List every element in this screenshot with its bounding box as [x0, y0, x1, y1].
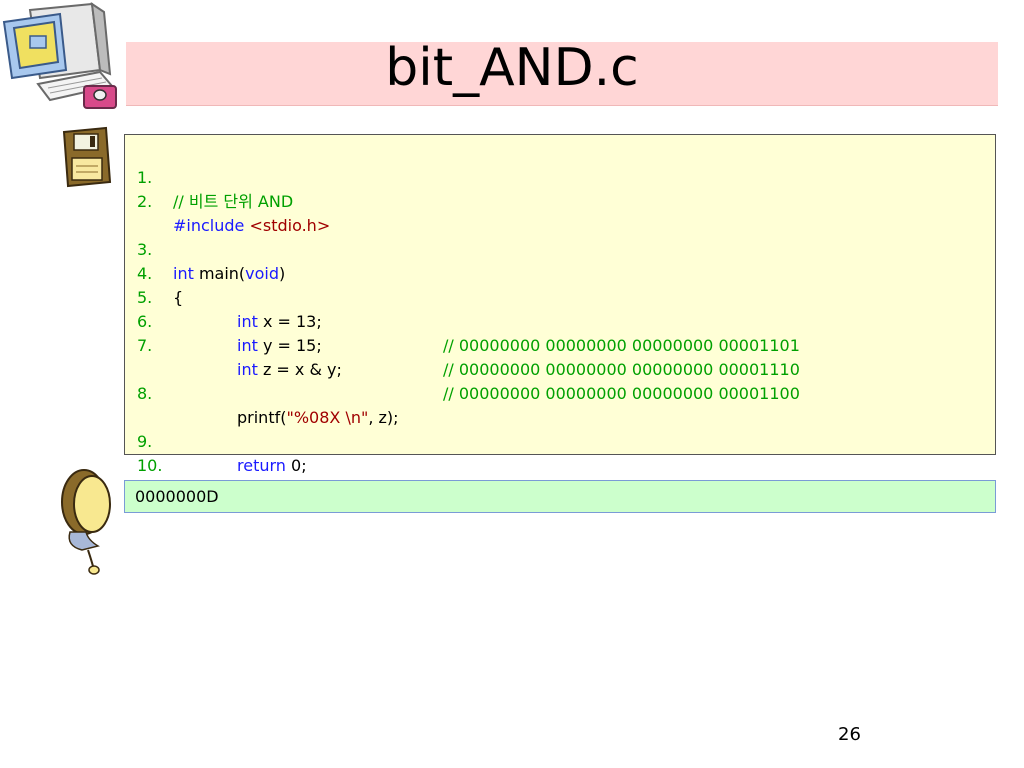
line-number: 5. [137, 288, 153, 307]
monitor-clipart-icon [58, 466, 118, 576]
code-line: 2. #include <stdio.h> [125, 166, 330, 235]
page-number: 26 [838, 724, 861, 745]
computer-clipart-icon [0, 0, 124, 112]
output-text: 0000000D [135, 487, 219, 506]
title-banner [126, 42, 998, 106]
code-text: { [173, 288, 184, 307]
floppy-disk-icon [60, 126, 112, 188]
code-line: 3. int main(void) [125, 214, 285, 283]
code-comment: // 00000000 00000000 00000000 00001100 [443, 384, 800, 403]
line-number: 7. [137, 336, 153, 355]
code-line: 5. int x = 13; // 00000000 00000000 0000… [125, 262, 800, 355]
code-text: int main(void) [173, 264, 286, 283]
line-number: 10. [137, 456, 163, 475]
code-line: 8. printf("%08X \n", z); [125, 358, 399, 427]
code-text: printf("%08X \n", z); [237, 408, 399, 427]
code-line: 4. { [125, 238, 183, 307]
line-number: 9. [137, 432, 153, 451]
slide-title: bit_AND.c [385, 38, 639, 98]
code-text: return 0; [237, 456, 307, 475]
line-number: 1. [137, 168, 153, 187]
line-number: 6. [137, 312, 153, 331]
program-output: 0000000D [124, 480, 996, 513]
code-listing: 1. // 비트 단위 AND 2. #include <stdio.h> 3.… [124, 134, 996, 499]
line-number: 2. [137, 192, 153, 211]
code-text: int x = 13; [237, 312, 322, 331]
code-text: #include <stdio.h> [173, 216, 331, 235]
code-text: // 비트 단위 AND [173, 192, 294, 211]
code-line: 9. return 0; [125, 406, 307, 475]
line-number: 4. [137, 264, 153, 283]
code-comment: // 00000000 00000000 00000000 00001101 [443, 336, 800, 355]
code-line: 1. // 비트 단위 AND [125, 142, 293, 211]
code-line: 10. } [125, 430, 183, 499]
code-line: 7. int z = x & y; // 00000000 00000000 0… [125, 310, 800, 403]
code-comment: // 00000000 00000000 00000000 00001110 [443, 360, 800, 379]
line-number: 8. [137, 384, 153, 403]
code-text: int z = x & y; [237, 360, 342, 379]
code-text: int y = 15; [237, 336, 322, 355]
line-number: 3. [137, 240, 153, 259]
code-line: 6. int y = 15; // 00000000 00000000 0000… [125, 286, 800, 379]
